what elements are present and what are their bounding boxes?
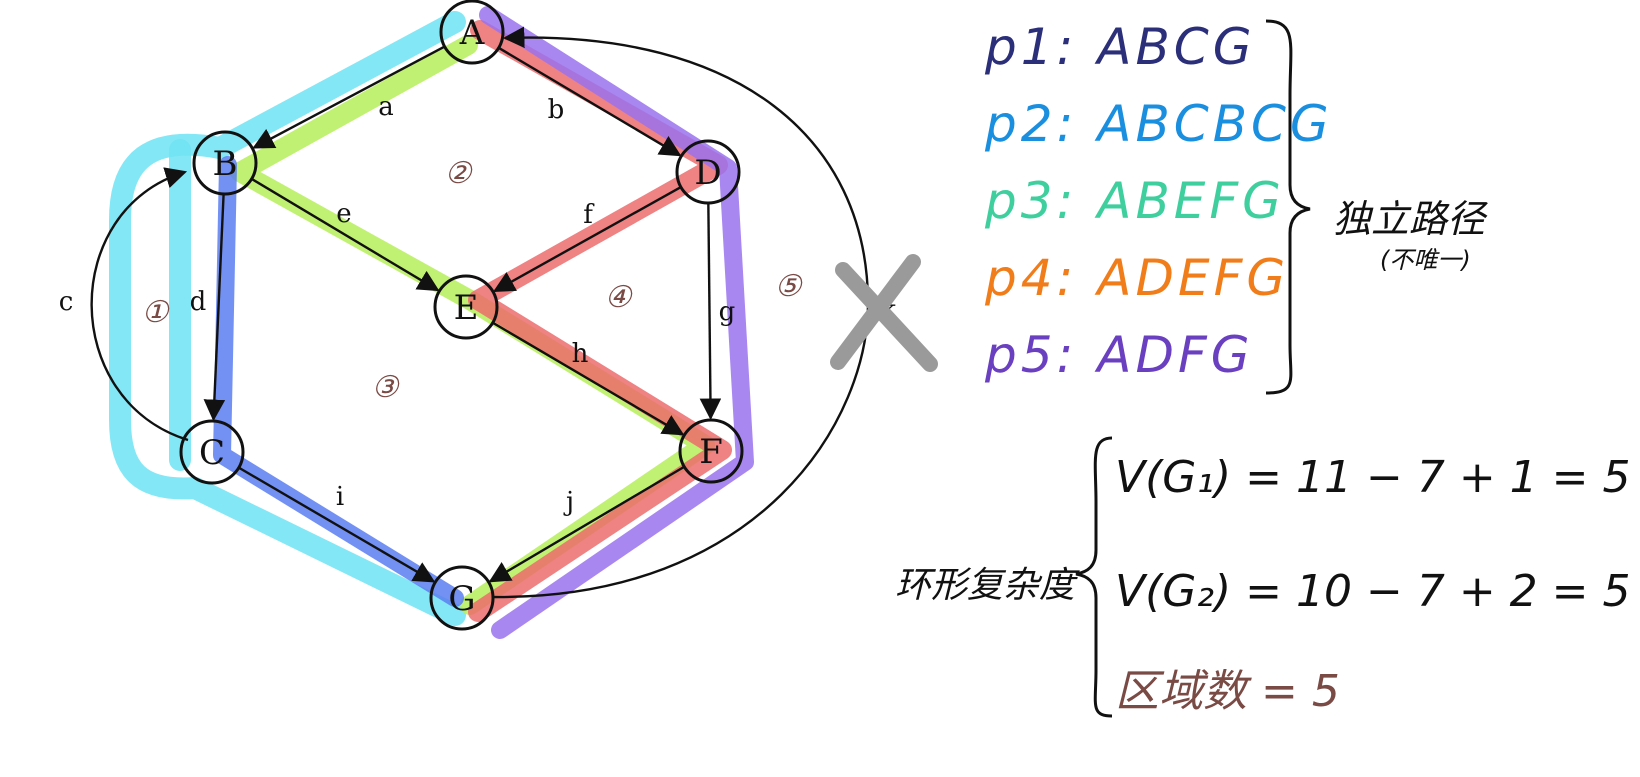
region-labels: ① ② ③ ④ ⑤ bbox=[142, 156, 804, 405]
formula-vg1: V(G₁) = 11 − 7 + 1 = 5 bbox=[1115, 452, 1631, 503]
path-p5: p5: ADFG bbox=[985, 326, 1254, 384]
edge-label-d: d bbox=[190, 287, 207, 317]
node-G bbox=[429, 565, 495, 631]
node-B bbox=[192, 130, 258, 196]
edge-e bbox=[250, 177, 440, 292]
edge-j bbox=[488, 465, 685, 583]
region-label-2: ② bbox=[445, 156, 474, 191]
edge-a bbox=[252, 45, 446, 149]
edge-d bbox=[203, 193, 226, 422]
node-D bbox=[675, 139, 741, 205]
edge-f bbox=[492, 186, 682, 292]
path-p4: p4: ADEFG bbox=[985, 249, 1290, 307]
edge-h bbox=[492, 321, 685, 436]
highlight-stroke-3 bbox=[468, 20, 732, 622]
cross-mark-icon bbox=[830, 254, 938, 372]
edge-label-a: a bbox=[378, 92, 394, 122]
edge-label-h: h bbox=[572, 339, 589, 369]
node-label-D: D bbox=[694, 153, 721, 193]
edge-label-e: e bbox=[336, 199, 351, 229]
node-A bbox=[439, 0, 505, 65]
highlight-stroke-4 bbox=[213, 156, 464, 607]
edge-c bbox=[90, 167, 189, 442]
nodes: A B C D E F G bbox=[179, 0, 744, 631]
edge-g bbox=[699, 202, 722, 421]
node-label-F: F bbox=[699, 432, 723, 472]
edge-label-g: g bbox=[719, 297, 736, 327]
complexity-brace bbox=[1075, 436, 1113, 718]
node-label-C: C bbox=[199, 433, 225, 473]
highlight-stroke-5 bbox=[479, 6, 754, 639]
path-p3: p3: ABEFG bbox=[985, 172, 1285, 230]
paths-brace bbox=[1265, 19, 1311, 395]
node-label-A: A bbox=[459, 13, 485, 53]
edge-label-f: f bbox=[583, 200, 595, 230]
independent-paths-label: 独立路径 bbox=[1333, 197, 1486, 241]
node-label-E: E bbox=[454, 288, 479, 328]
edge-label-j: j bbox=[563, 487, 574, 517]
edge-label-c: c bbox=[59, 287, 74, 317]
node-E bbox=[433, 274, 499, 340]
edge-i bbox=[238, 466, 436, 583]
region-label-4: ④ bbox=[605, 280, 634, 315]
edge-label-b: b bbox=[548, 95, 565, 125]
complexity-label: 环形复杂度 bbox=[895, 565, 1076, 606]
path-p2: p2: ABCBCG bbox=[985, 95, 1333, 153]
node-label-B: B bbox=[213, 144, 238, 184]
formula-region-count: 区域数 = 5 bbox=[1115, 666, 1340, 717]
formula-vg2: V(G₂) = 10 − 7 + 2 = 5 bbox=[1115, 566, 1631, 617]
node-F bbox=[678, 418, 744, 484]
not-unique-label: (不唯一) bbox=[1380, 246, 1471, 274]
node-C bbox=[179, 419, 245, 485]
region-label-1: ① bbox=[142, 295, 171, 330]
region-label-3: ③ bbox=[372, 370, 401, 405]
path-p1: p1: ABCG bbox=[985, 18, 1256, 76]
path-highlights bbox=[109, 6, 754, 639]
edge-label-i: i bbox=[336, 482, 344, 512]
node-label-G: G bbox=[448, 579, 475, 619]
edge-b bbox=[498, 46, 682, 157]
region-label-5: ⑤ bbox=[775, 269, 804, 304]
